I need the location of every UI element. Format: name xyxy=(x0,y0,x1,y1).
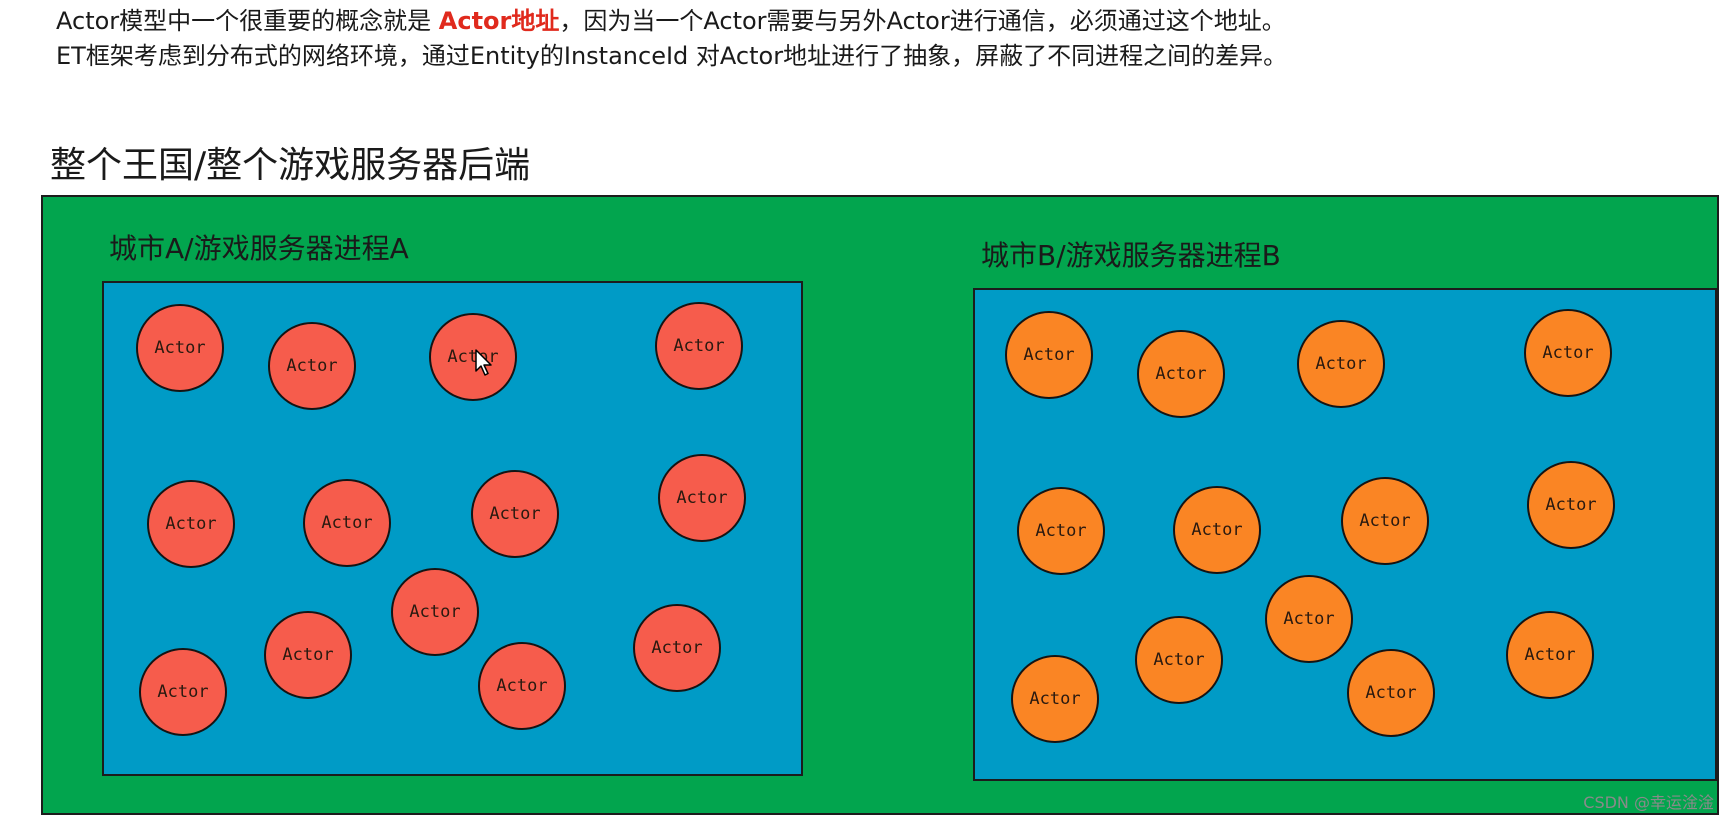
actor-node: Actor xyxy=(1297,320,1385,408)
actor-address-highlight: Actor地址 xyxy=(438,7,560,35)
actor-node: Actor xyxy=(1506,611,1594,699)
actor-node: Actor xyxy=(1011,655,1099,743)
city-b-label: 城市B/游戏服务器进程B xyxy=(981,239,1281,272)
actor-node: Actor xyxy=(471,470,559,558)
actor-node: Actor xyxy=(658,454,746,542)
watermark: CSDN @幸运淦淦 xyxy=(1583,793,1714,812)
actor-node: Actor xyxy=(1017,487,1105,575)
kingdom-container: 城市A/游戏服务器进程A Actor Actor Actor Actor Act… xyxy=(41,195,1719,815)
actor-node: Actor xyxy=(655,302,743,390)
actor-node: Actor xyxy=(429,313,517,401)
intro-text: Actor模型中一个很重要的概念就是 Actor地址，因为当一个Actor需要与… xyxy=(56,4,1287,74)
actor-node: Actor xyxy=(147,480,235,568)
intro-line-1-suffix: ，因为当一个Actor需要与另外Actor进行通信，必须通过这个地址。 xyxy=(559,7,1286,35)
city-a-box: Actor Actor Actor Actor Actor Actor Acto… xyxy=(102,281,803,776)
actor-node: Actor xyxy=(1135,616,1223,704)
actor-node: Actor xyxy=(1341,477,1429,565)
kingdom-title: 整个王国/整个游戏服务器后端 xyxy=(50,145,531,186)
city-a-label: 城市A/游戏服务器进程A xyxy=(109,232,409,265)
actor-node: Actor xyxy=(268,322,356,410)
actor-node: Actor xyxy=(1173,486,1261,574)
intro-line-1-prefix: Actor模型中一个很重要的概念就是 xyxy=(56,7,439,35)
actor-node: Actor xyxy=(1524,309,1612,397)
actor-node: Actor xyxy=(1347,649,1435,737)
actor-node: Actor xyxy=(633,604,721,692)
intro-line-1: Actor模型中一个很重要的概念就是 Actor地址，因为当一个Actor需要与… xyxy=(56,4,1287,39)
actor-node: Actor xyxy=(139,648,227,736)
actor-node: Actor xyxy=(303,479,391,567)
actor-node: Actor xyxy=(1527,461,1615,549)
actor-node: Actor xyxy=(136,304,224,392)
actor-node: Actor xyxy=(1005,311,1093,399)
actor-node: Actor xyxy=(478,642,566,730)
actor-node: Actor xyxy=(264,611,352,699)
intro-line-2: ET框架考虑到分布式的网络环境，通过Entity的InstanceId 对Act… xyxy=(56,42,1288,70)
actor-node: Actor xyxy=(1137,330,1225,418)
city-b-box: Actor Actor Actor Actor Actor Actor Acto… xyxy=(973,288,1717,781)
actor-node: Actor xyxy=(1265,575,1353,663)
actor-node: Actor xyxy=(391,568,479,656)
